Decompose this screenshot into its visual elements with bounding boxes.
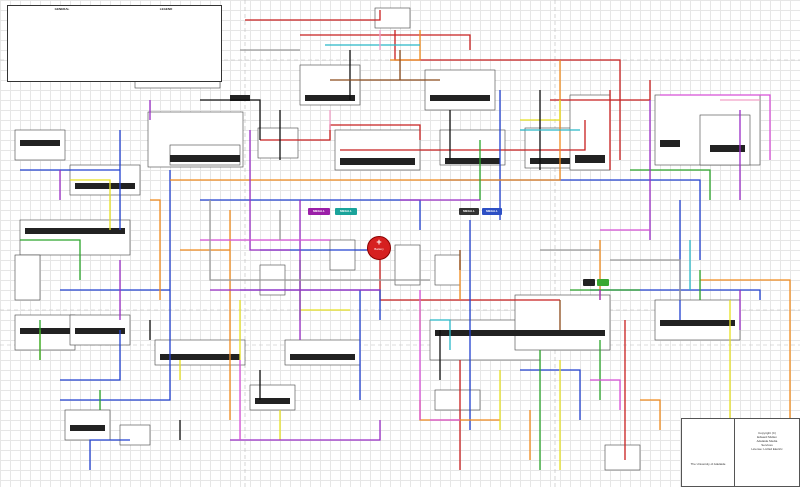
battery-label: Battery xyxy=(374,247,384,251)
general-notes-heading: GENERAL xyxy=(54,7,70,11)
legend-column: LEGEND xyxy=(116,7,216,12)
battery-node: + Battery xyxy=(367,236,391,260)
general-notes-column: GENERAL xyxy=(12,7,112,12)
copyright-line-3: Adelaide Media xyxy=(756,439,778,443)
battery-plus-icon: + xyxy=(376,237,382,247)
title-block: The University of Adelaide Copyright (C)… xyxy=(681,418,800,487)
copyright-line-5: License: Ltd Ed Electric xyxy=(751,447,783,451)
connector-tag-a: MEGA.L xyxy=(308,208,330,215)
connector-tag-b: MEGA.L xyxy=(335,208,357,215)
title-block-owner: The University of Adelaide xyxy=(682,419,735,486)
copyright-line-1: Copyright (C) xyxy=(758,431,776,435)
copyright-line-4: Services xyxy=(761,443,773,447)
connector-tag-d: MEGA.L xyxy=(482,208,502,215)
connector-tag-c: MEGA.L xyxy=(459,208,479,215)
notes-legend-panel: GENERAL LEGEND xyxy=(7,5,222,82)
copyright-line-2: Edward Mullen xyxy=(757,435,777,439)
wire-runs xyxy=(20,10,791,470)
title-block-copyright: Copyright (C) Edward Mullen Adelaide Med… xyxy=(735,419,799,498)
wiring-diagram-sheet: GENERAL LEGEND + Battery MEGA.L MEGA.L M… xyxy=(0,0,800,487)
legend-heading: LEGEND xyxy=(159,7,173,11)
connector-tag-e xyxy=(597,279,609,286)
owner-text: The University of Adelaide xyxy=(690,462,726,466)
connector-tag-f xyxy=(583,279,595,286)
connector-blocks xyxy=(20,10,745,431)
